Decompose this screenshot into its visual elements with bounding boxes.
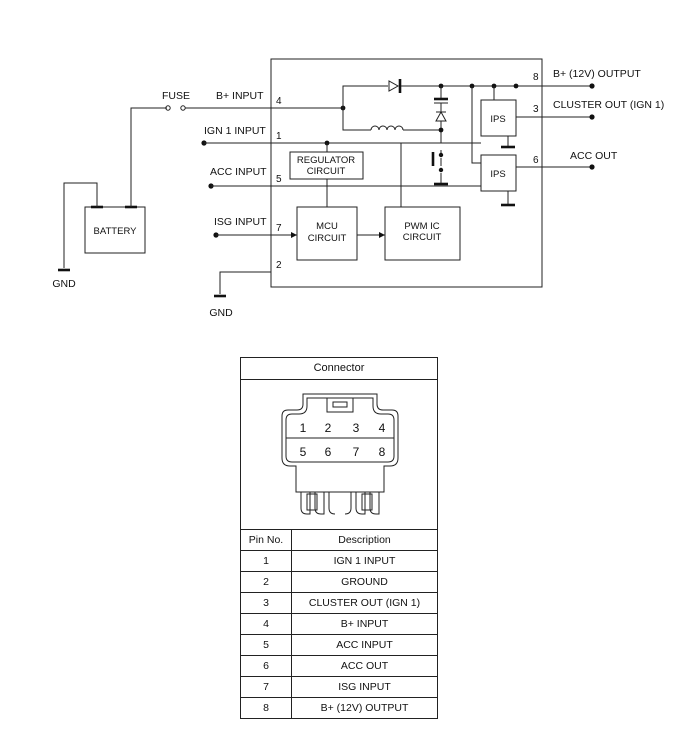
pin-number-4: 4	[276, 96, 282, 107]
pin-number-1: 1	[276, 131, 282, 142]
table-row: 7 ISG INPUT	[241, 676, 437, 698]
cluster-out-label: CLUSTER OUT (IGN 1)	[553, 99, 664, 111]
cavity-number-3: 3	[353, 421, 360, 435]
pin-no-cell: 4	[241, 613, 292, 635]
circuit-schematic: BATTERY GND FUSE B+ INPUT IGN 1 INPUT AC…	[52, 58, 664, 319]
table-header-row: Pin No. Description	[241, 530, 437, 551]
b-plus-input-label: B+ INPUT	[216, 90, 264, 102]
cavity-number-2: 2	[325, 421, 332, 435]
table-row: 2 GROUND	[241, 571, 437, 593]
battery-label: BATTERY	[94, 226, 138, 237]
table-row: 5 ACC INPUT	[241, 634, 437, 656]
pin-no-cell: 8	[241, 697, 292, 718]
connector-title: Connector	[241, 358, 437, 380]
pin-no-cell: 5	[241, 634, 292, 656]
description-cell: ACC OUT	[291, 655, 437, 677]
isg-input-label: ISG INPUT	[214, 216, 267, 228]
table-row: 1 IGN 1 INPUT	[241, 550, 437, 572]
acc-out-label: ACC OUT	[570, 150, 618, 162]
fuse-label: FUSE	[162, 90, 190, 102]
description-cell: IGN 1 INPUT	[291, 550, 437, 572]
pin-number-7: 7	[276, 223, 282, 234]
cavity-number-1: 1	[300, 421, 307, 435]
pin-number-6: 6	[533, 155, 539, 166]
ips-bottom-label: IPS	[490, 169, 505, 180]
pin-no-cell: 7	[241, 676, 292, 698]
b-plus-12v-output-label: B+ (12V) OUTPUT	[553, 68, 641, 80]
ips-top-block	[480, 99, 517, 137]
gnd-module-label: GND	[209, 307, 233, 319]
pin-no-cell: 3	[241, 592, 292, 614]
cavity-number-4: 4	[379, 421, 386, 435]
cavity-number-5: 5	[300, 445, 307, 459]
description-cell: B+ (12V) OUTPUT	[291, 697, 437, 718]
cavity-number-6: 6	[325, 445, 332, 459]
connector-table: Connector 1 2 3 4 5 6	[240, 357, 438, 719]
ips-bottom-block	[480, 154, 517, 192]
pwm-label-1: PWM IC	[404, 221, 439, 232]
description-cell: B+ INPUT	[291, 613, 437, 635]
cavity-number-8: 8	[379, 445, 386, 459]
regulator-label-2: CIRCUIT	[307, 166, 346, 177]
pin-number-2: 2	[276, 260, 282, 271]
connector-drawing: 1 2 3 4 5 6 7 8	[241, 380, 437, 530]
description-cell: ISG INPUT	[291, 676, 437, 698]
pin-no-cell: 1	[241, 550, 292, 572]
pin-number-8: 8	[533, 72, 539, 83]
table-row: 4 B+ INPUT	[241, 613, 437, 635]
description-cell: GROUND	[291, 571, 437, 593]
regulator-label-1: REGULATOR	[297, 155, 355, 166]
pin-number-5: 5	[276, 174, 282, 185]
mcu-circuit-block	[296, 206, 358, 261]
ign1-input-label: IGN 1 INPUT	[204, 125, 266, 137]
acc-input-label: ACC INPUT	[210, 166, 267, 178]
pwm-label-2: CIRCUIT	[403, 232, 442, 243]
pin-number-3: 3	[533, 104, 539, 115]
ips-top-label: IPS	[490, 114, 505, 125]
pwm-ic-circuit-block	[384, 206, 461, 261]
pin-description-table: Pin No. Description 1 IGN 1 INPUT 2 GROU…	[241, 530, 437, 718]
pin-no-cell: 6	[241, 655, 292, 677]
description-cell: CLUSTER OUT (IGN 1)	[291, 592, 437, 614]
description-header: Description	[338, 534, 391, 546]
table-row: 8 B+ (12V) OUTPUT	[241, 697, 437, 718]
description-cell: ACC INPUT	[291, 634, 437, 656]
battery-block	[84, 206, 146, 254]
module-box	[270, 58, 543, 288]
gnd-battery-label: GND	[52, 278, 76, 290]
mcu-label-1: MCU	[316, 221, 338, 232]
pin-no-header: Pin No.	[241, 530, 292, 551]
pin-no-cell: 2	[241, 571, 292, 593]
mcu-label-2: CIRCUIT	[308, 233, 347, 244]
table-row: 3 CLUSTER OUT (IGN 1)	[241, 592, 437, 614]
cavity-number-7: 7	[353, 445, 360, 459]
table-row: 6 ACC OUT	[241, 655, 437, 677]
